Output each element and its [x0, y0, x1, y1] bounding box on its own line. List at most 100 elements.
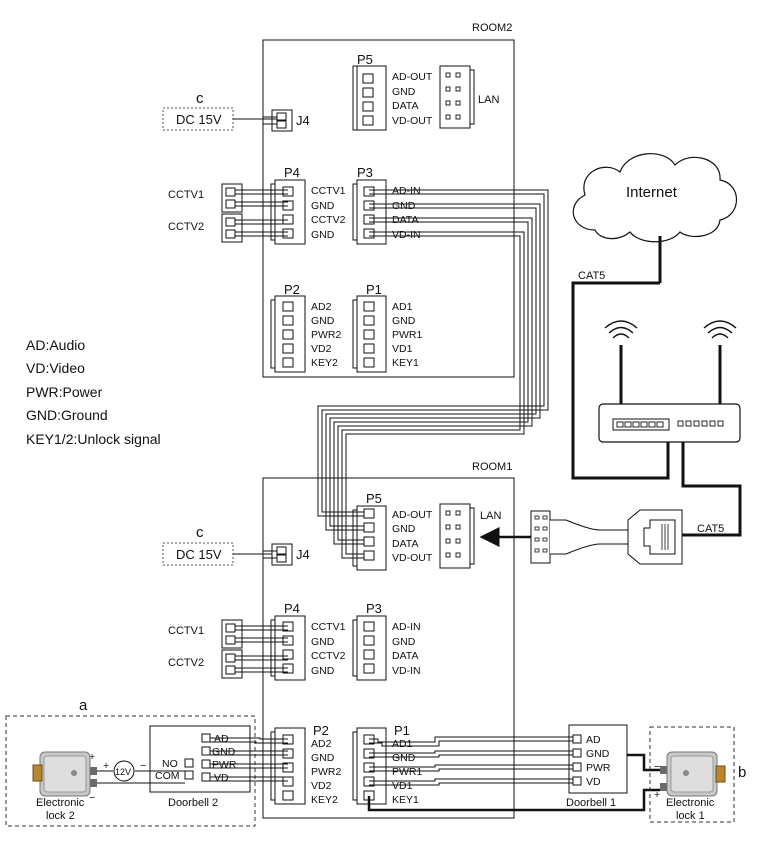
- supply-12v: [113, 760, 135, 782]
- room2-cctv1-label: CCTV1: [168, 189, 204, 201]
- doorbell2-relay-no: NO: [162, 758, 178, 770]
- room2-p3-pin-ad-in: AD-IN: [392, 185, 421, 197]
- room2-j4-label: J4: [296, 113, 310, 128]
- legend-item-power: PWR:Power: [26, 383, 103, 400]
- room2-p5-pin-data: DATA: [392, 100, 418, 112]
- doorbell2-wiring: [97, 737, 288, 784]
- doorbell1-wiring: [369, 736, 573, 786]
- room2-p5-connector: [352, 65, 387, 131]
- room1-p3-pin-ad-in: AD-IN: [392, 621, 421, 633]
- room1-cctv2-terminal: [221, 649, 243, 679]
- room2-p1-connector: [352, 295, 387, 373]
- rj45-adapter: [530, 509, 683, 565]
- room1-p4-label: P4: [284, 601, 300, 616]
- room2-p1-pin-ad1: AD1: [392, 301, 413, 313]
- legend-item-video: VD:Video: [26, 360, 85, 377]
- room1-p1-pin-vd1: VD1: [392, 780, 413, 792]
- doorbell2-pin-pwr: PWR: [212, 759, 237, 771]
- cat5-label-bottom: CAT5: [697, 523, 724, 535]
- lock2-group-marker: a: [79, 697, 88, 714]
- room1-j4-connector: [263, 543, 293, 566]
- room2-p1-pin-vd1: VD1: [392, 343, 413, 355]
- room2-p4-pin-cctv1: CCTV1: [311, 185, 346, 197]
- room2-power-marker: c: [196, 90, 204, 107]
- lock2-label-line1: Electronic: [36, 797, 85, 809]
- lock2-device: [32, 751, 97, 797]
- room1-p3-connector: [352, 615, 387, 681]
- room1-p2-pin-key2: KEY2: [311, 794, 338, 806]
- room1-p5-pin-data: DATA: [392, 538, 418, 550]
- supply-12v-plus: +: [103, 760, 109, 772]
- room2-p1-label: P1: [366, 282, 382, 297]
- doorbell2-pin-vd: VD: [214, 772, 229, 784]
- room2-p5-pin-ad-out: AD-OUT: [392, 71, 433, 83]
- lock2-plus: +: [89, 751, 95, 763]
- room1-p4-pin-gnd1: GND: [311, 636, 335, 648]
- room2-p3-pin-data: DATA: [392, 214, 418, 226]
- room1-label: ROOM1: [472, 461, 512, 473]
- room2-p4-pin-cctv2: CCTV2: [311, 214, 346, 226]
- room1-power-marker: c: [196, 524, 204, 541]
- room2-p4-label: P4: [284, 165, 300, 180]
- room2-p3-pin-vd-in: VD-IN: [392, 229, 421, 241]
- legend: AD:Audio VD:Video PWR:Power GND:Ground K…: [26, 334, 161, 451]
- room2-p2-pin-gnd: GND: [311, 315, 335, 327]
- room1-lan-label: LAN: [480, 510, 501, 522]
- room1-p3-pin-data: DATA: [392, 650, 418, 662]
- lock1-device: [660, 751, 726, 797]
- doorbell1-pin-pwr: PWR: [586, 762, 611, 774]
- room1-lan-port: [439, 503, 475, 569]
- inter-room-cable: [317, 189, 549, 559]
- supply-12v-label: 12V: [115, 767, 131, 777]
- lock1-group: [649, 726, 735, 823]
- room1-p4-pin-cctv2: CCTV2: [311, 650, 346, 662]
- room2-p2-pin-pwr2: PWR2: [311, 329, 341, 341]
- room1-p3-pin-gnd: GND: [392, 636, 416, 648]
- room1-p5-label: P5: [366, 491, 382, 506]
- room1-p2-pin-ad2: AD2: [311, 738, 332, 750]
- room1-p5-pin-ad-out: AD-OUT: [392, 509, 433, 521]
- lock1-group-marker: b: [738, 764, 746, 781]
- room1-p2-label: P2: [313, 723, 329, 738]
- room1-p1-pin-ad1: AD1: [392, 738, 413, 750]
- lock2-group: [5, 715, 256, 827]
- room1-j4-label: J4: [296, 547, 310, 562]
- room1-p4-pin-cctv1: CCTV1: [311, 621, 346, 633]
- room2-lan-label: LAN: [478, 94, 499, 106]
- room1-dc-label: DC 15V: [176, 547, 222, 562]
- doorbell1-pin-ad: AD: [586, 734, 601, 746]
- room2-p2-pin-key2: KEY2: [311, 357, 338, 369]
- room1-p1-label: P1: [394, 723, 410, 738]
- doorbell1-terminals: [572, 734, 582, 786]
- room2-p4-pin-gnd1: GND: [311, 200, 335, 212]
- room1-cctv2-label: CCTV2: [168, 657, 204, 669]
- lock1-minus: −: [654, 761, 660, 773]
- room2-p1-pin-pwr1: PWR1: [392, 329, 422, 341]
- room2-p1-pin-key1: KEY1: [392, 357, 419, 369]
- room1-p3-pin-vd-in: VD-IN: [392, 665, 421, 677]
- room1-cctv1-terminal: [221, 619, 243, 649]
- room2-cctv2-terminal: [221, 213, 243, 243]
- room2-p2-connector: [270, 295, 306, 373]
- doorbell2-relay-com: COM: [155, 770, 180, 782]
- room2-p2-pin-vd2: VD2: [311, 343, 332, 355]
- room2-cctv2-label: CCTV2: [168, 221, 204, 233]
- room1-monitor: [262, 477, 515, 819]
- cat5-label-top: CAT5: [578, 270, 605, 282]
- room1-p2-pin-pwr2: PWR2: [311, 766, 341, 778]
- room2-p3-connector: [352, 179, 387, 245]
- internet-cloud: [572, 153, 737, 243]
- doorbell1-pin-vd: VD: [586, 776, 601, 788]
- room2-p1-pin-gnd: GND: [392, 315, 416, 327]
- legend-item-audio: AD:Audio: [26, 337, 86, 353]
- lock2-label-line2: lock 2: [46, 810, 75, 822]
- doorbell2-pin-gnd: GND: [212, 746, 236, 758]
- doorbell1-pin-gnd: GND: [586, 748, 610, 760]
- room2-dc-label: DC 15V: [176, 112, 222, 127]
- room2-p5-pin-vd-out: VD-OUT: [392, 115, 433, 127]
- doorbell2-title: Doorbell 2: [168, 797, 218, 809]
- room2-p5-label: P5: [357, 52, 373, 67]
- lock1-plus: +: [654, 789, 660, 801]
- room1-p1-pin-pwr1: PWR1: [392, 766, 422, 778]
